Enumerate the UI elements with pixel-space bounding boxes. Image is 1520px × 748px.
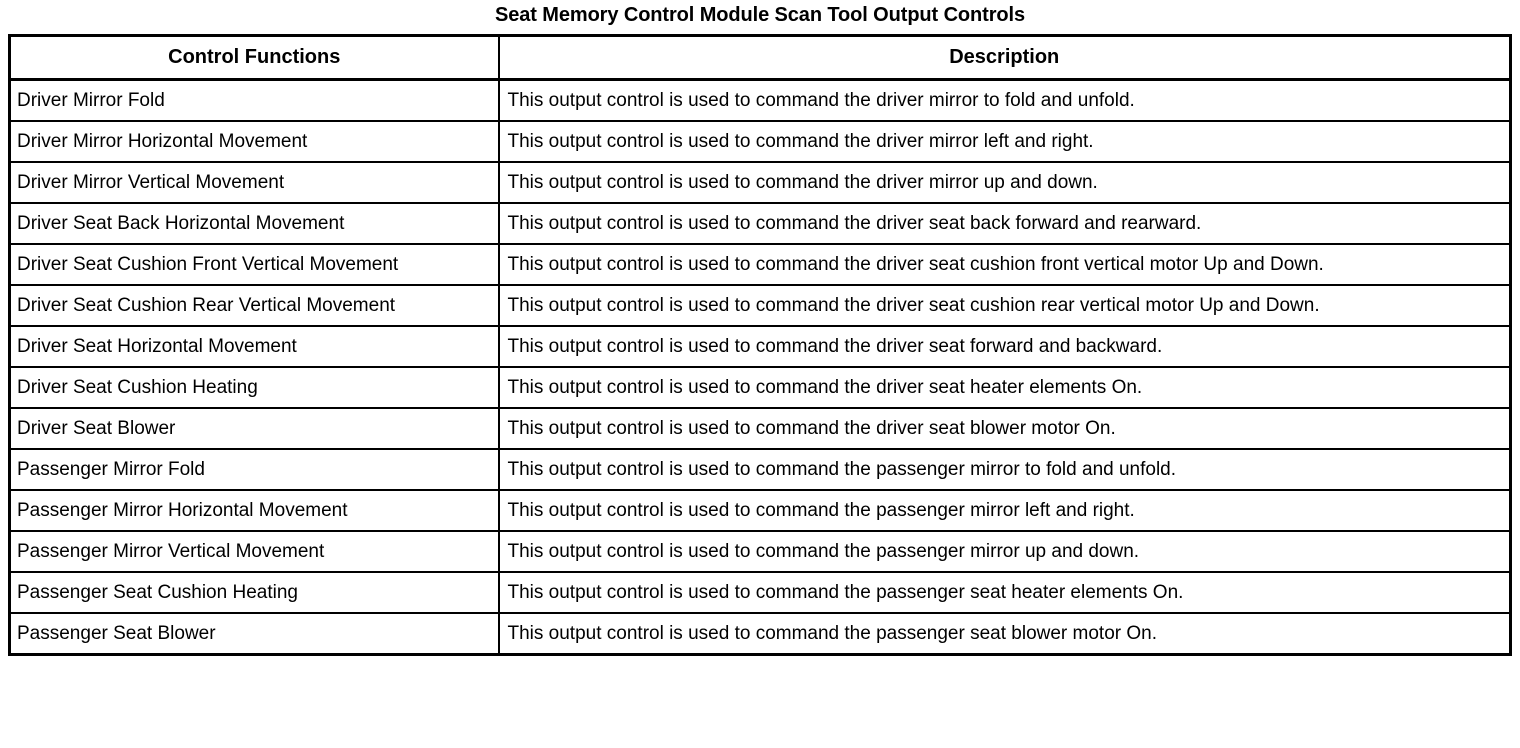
cell-control-function: Driver Seat Blower	[8, 407, 500, 450]
cell-description: This output control is used to command t…	[497, 284, 1512, 327]
cell-control-function: Driver Seat Cushion Heating	[8, 366, 500, 409]
page-title: Seat Memory Control Module Scan Tool Out…	[495, 4, 1025, 26]
cell-description: This output control is used to command t…	[497, 530, 1512, 573]
cell-control-function: Driver Seat Horizontal Movement	[8, 325, 500, 368]
cell-description: This output control is used to command t…	[497, 489, 1512, 532]
cell-description: This output control is used to command t…	[497, 366, 1512, 409]
column-header-description: Description	[497, 34, 1512, 81]
table-header: Control Functions Description	[8, 34, 1512, 81]
cell-description: This output control is used to command t…	[497, 325, 1512, 368]
cell-control-function: Driver Mirror Fold	[8, 78, 500, 122]
cell-control-function: Passenger Mirror Fold	[8, 448, 500, 491]
cell-description: This output control is used to command t…	[497, 202, 1512, 245]
cell-control-function: Driver Mirror Vertical Movement	[8, 161, 500, 204]
cell-description: This output control is used to command t…	[497, 407, 1512, 450]
table-row: Driver Seat Cushion Rear Vertical Moveme…	[8, 284, 1512, 327]
cell-control-function: Driver Seat Back Horizontal Movement	[8, 202, 500, 245]
cell-control-function: Passenger Seat Blower	[8, 612, 500, 656]
cell-description: This output control is used to command t…	[497, 571, 1512, 614]
cell-description: This output control is used to command t…	[497, 448, 1512, 491]
cell-description: This output control is used to command t…	[497, 161, 1512, 204]
cell-control-function: Driver Seat Cushion Rear Vertical Moveme…	[8, 284, 500, 327]
scan-tool-output-controls-table: Control Functions Description Driver Mir…	[8, 34, 1512, 656]
cell-control-function: Driver Mirror Horizontal Movement	[8, 120, 500, 163]
table-container: Control Functions Description Driver Mir…	[8, 25, 1512, 656]
cell-control-function: Passenger Seat Cushion Heating	[8, 571, 500, 614]
cell-control-function: Passenger Mirror Vertical Movement	[8, 530, 500, 573]
cell-description: This output control is used to command t…	[497, 612, 1512, 656]
table-row: Driver Seat Cushion Front Vertical Movem…	[8, 243, 1512, 286]
cell-description: This output control is used to command t…	[497, 120, 1512, 163]
cell-control-function: Passenger Mirror Horizontal Movement	[8, 489, 500, 532]
cell-description: This output control is used to command t…	[497, 78, 1512, 122]
table-header-row: Control Functions Description	[8, 34, 1512, 81]
cell-description: This output control is used to command t…	[497, 243, 1512, 286]
column-header-control-functions: Control Functions	[8, 34, 500, 81]
cell-control-function: Driver Seat Cushion Front Vertical Movem…	[8, 243, 500, 286]
